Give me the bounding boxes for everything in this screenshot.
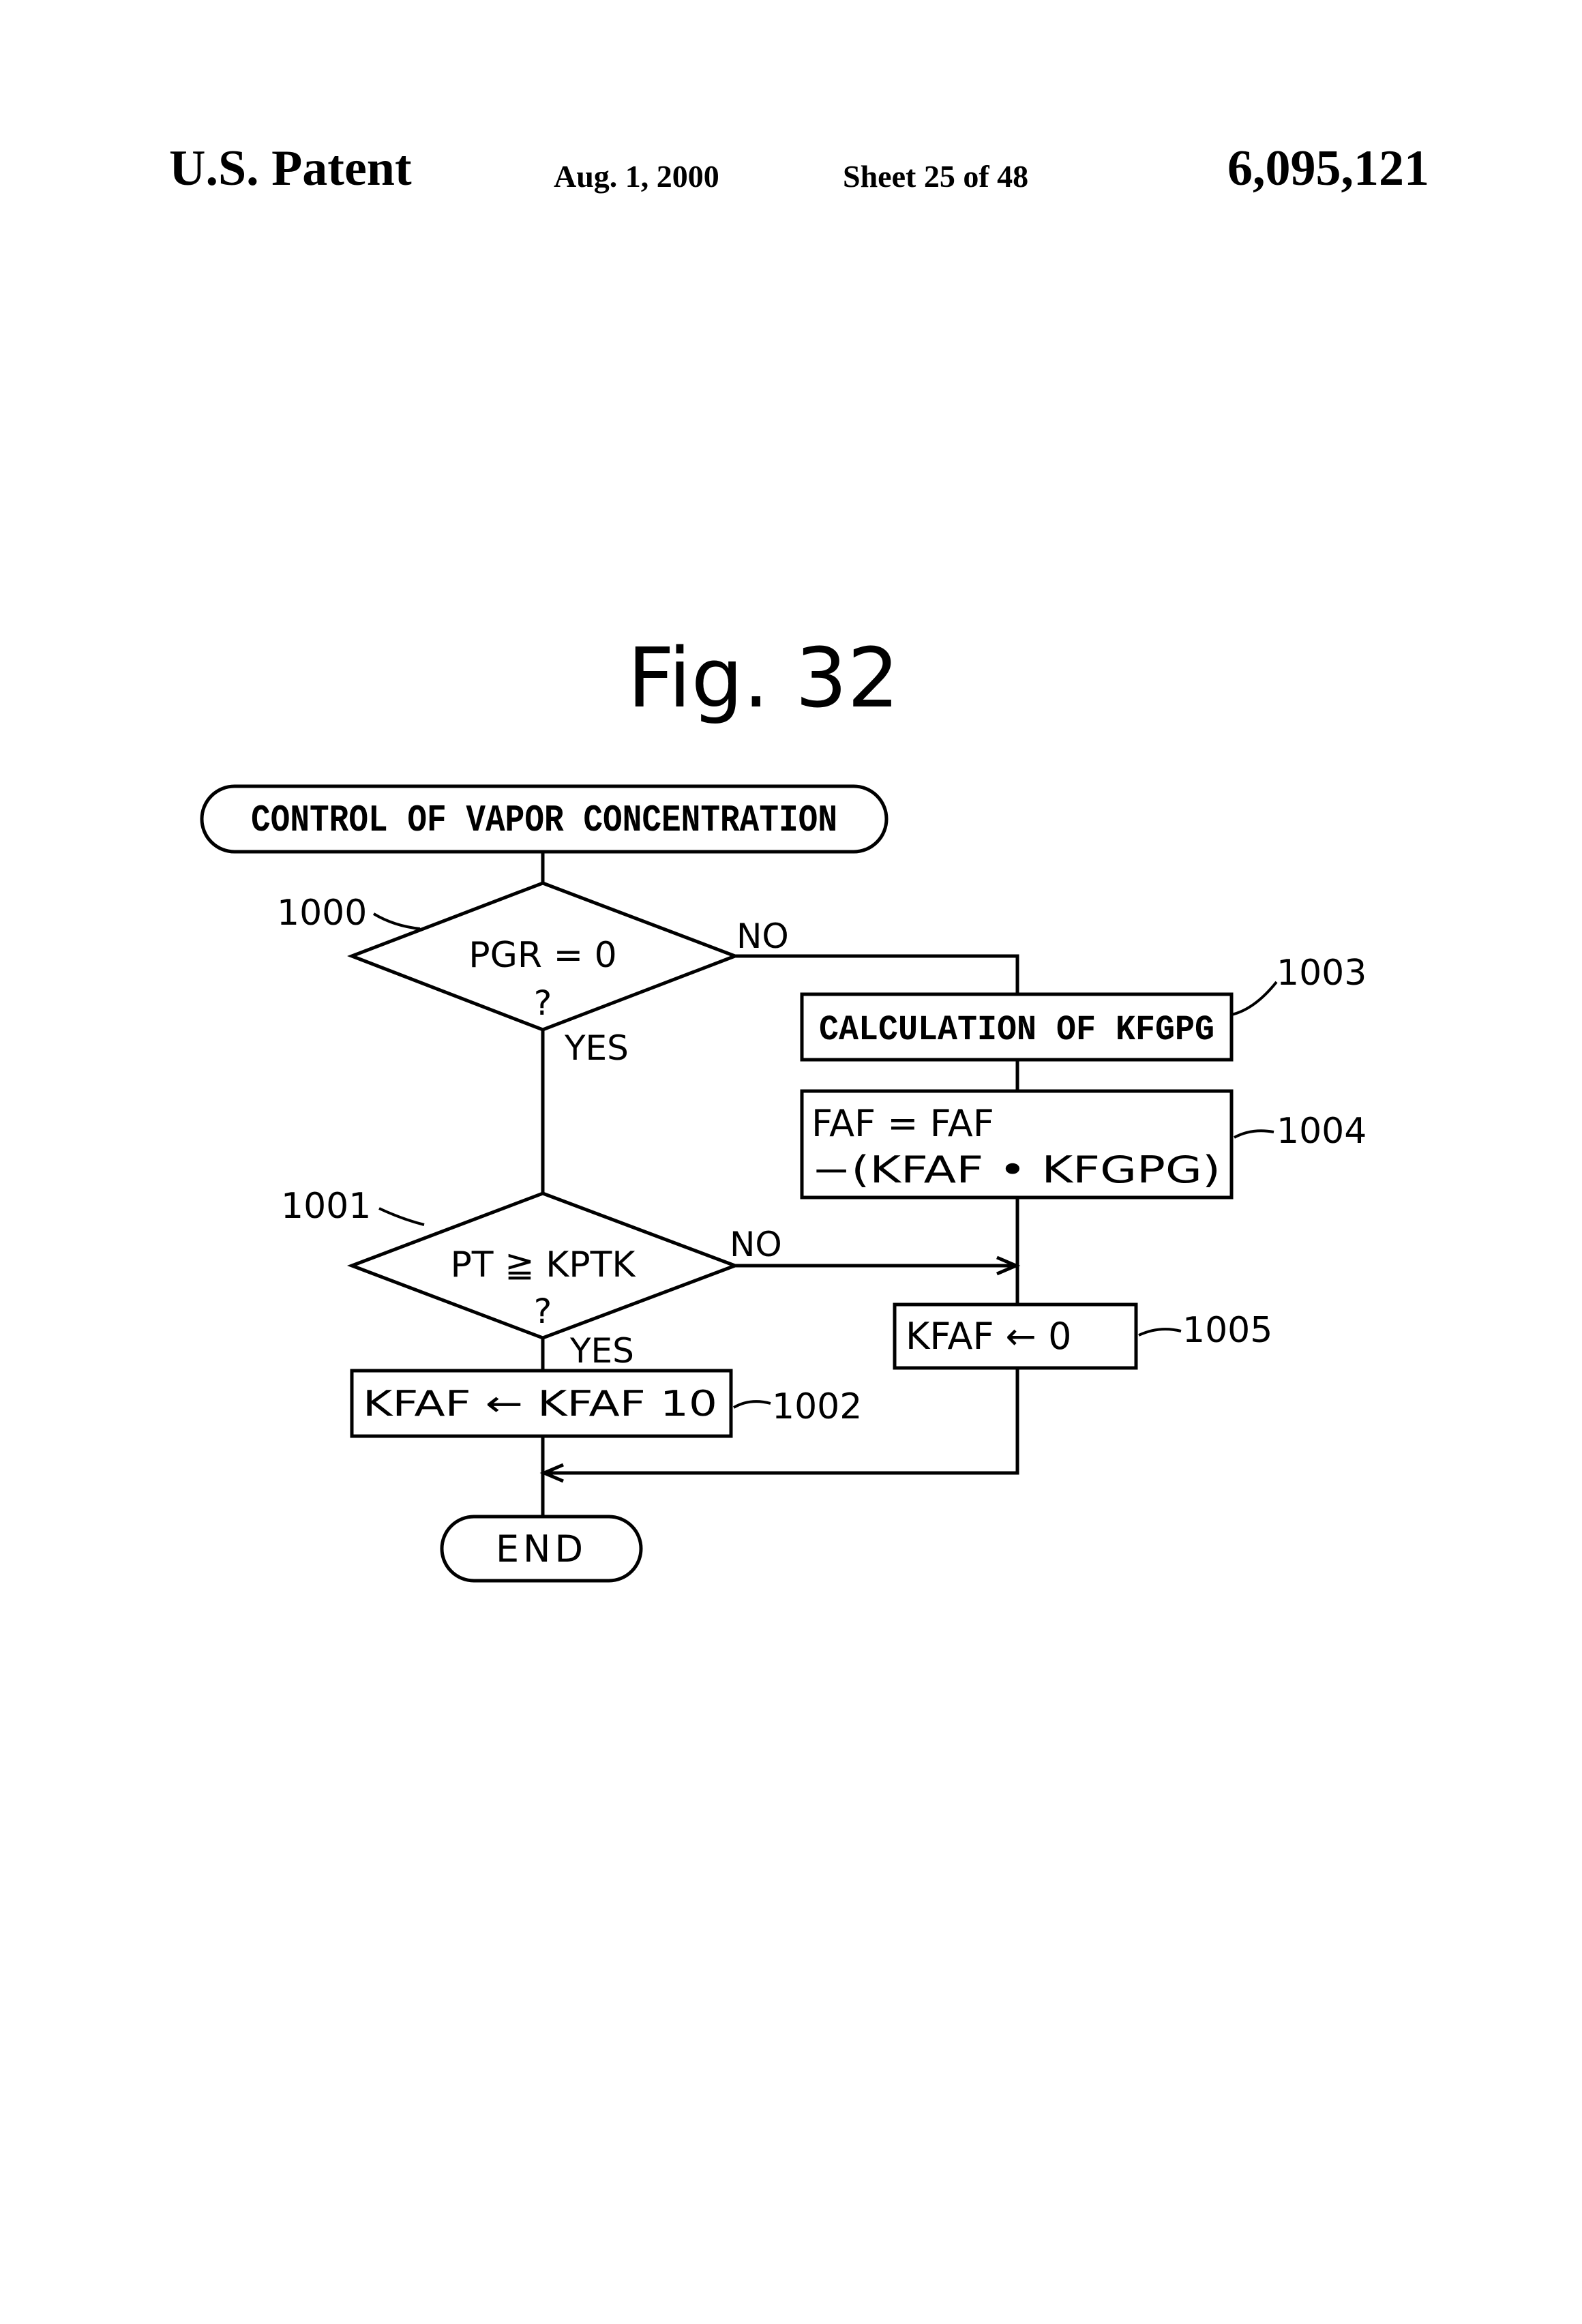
ref-1000: 1000: [277, 893, 367, 934]
leader-1001: [379, 1208, 424, 1225]
decision-1001-label: PT ≧ KPTK: [450, 1245, 636, 1285]
leader-1002: [734, 1401, 771, 1407]
decision-1000-question: ?: [534, 983, 552, 1023]
ref-1003: 1003: [1277, 953, 1367, 994]
leader-1004: [1234, 1131, 1274, 1137]
decision-1001-yes: YES: [569, 1331, 634, 1371]
decision-1000-label: PGR = 0: [468, 935, 617, 976]
ref-1004: 1004: [1277, 1111, 1367, 1152]
leader-1000: [374, 914, 420, 929]
ref-1005: 1005: [1182, 1310, 1272, 1351]
decision-1001-no: NO: [730, 1225, 782, 1264]
ref-1002: 1002: [772, 1386, 862, 1427]
step-1004-line2: −(KFAF • KFGPG): [811, 1148, 1221, 1191]
connector-1000-no: [735, 956, 1017, 994]
step-1005-label: KFAF ← 0: [906, 1315, 1071, 1358]
step-1002-label: KFAF ← KFAF 10: [363, 1384, 717, 1425]
step-1004-line1: FAF = FAF: [811, 1102, 994, 1145]
end-label: END: [496, 1528, 587, 1570]
start-label: CONTROL OF VAPOR CONCENTRATION: [251, 799, 837, 842]
leader-1003: [1232, 982, 1277, 1015]
figure-title: Fig. 32: [627, 631, 899, 726]
decision-1000-no: NO: [736, 917, 789, 956]
ref-1001: 1001: [281, 1186, 371, 1227]
decision-1001-question: ?: [534, 1292, 552, 1331]
leader-1005: [1139, 1329, 1181, 1335]
step-1003-label: CALCULATION OF KFGPG: [819, 1010, 1214, 1050]
decision-1000-yes: YES: [564, 1028, 629, 1068]
